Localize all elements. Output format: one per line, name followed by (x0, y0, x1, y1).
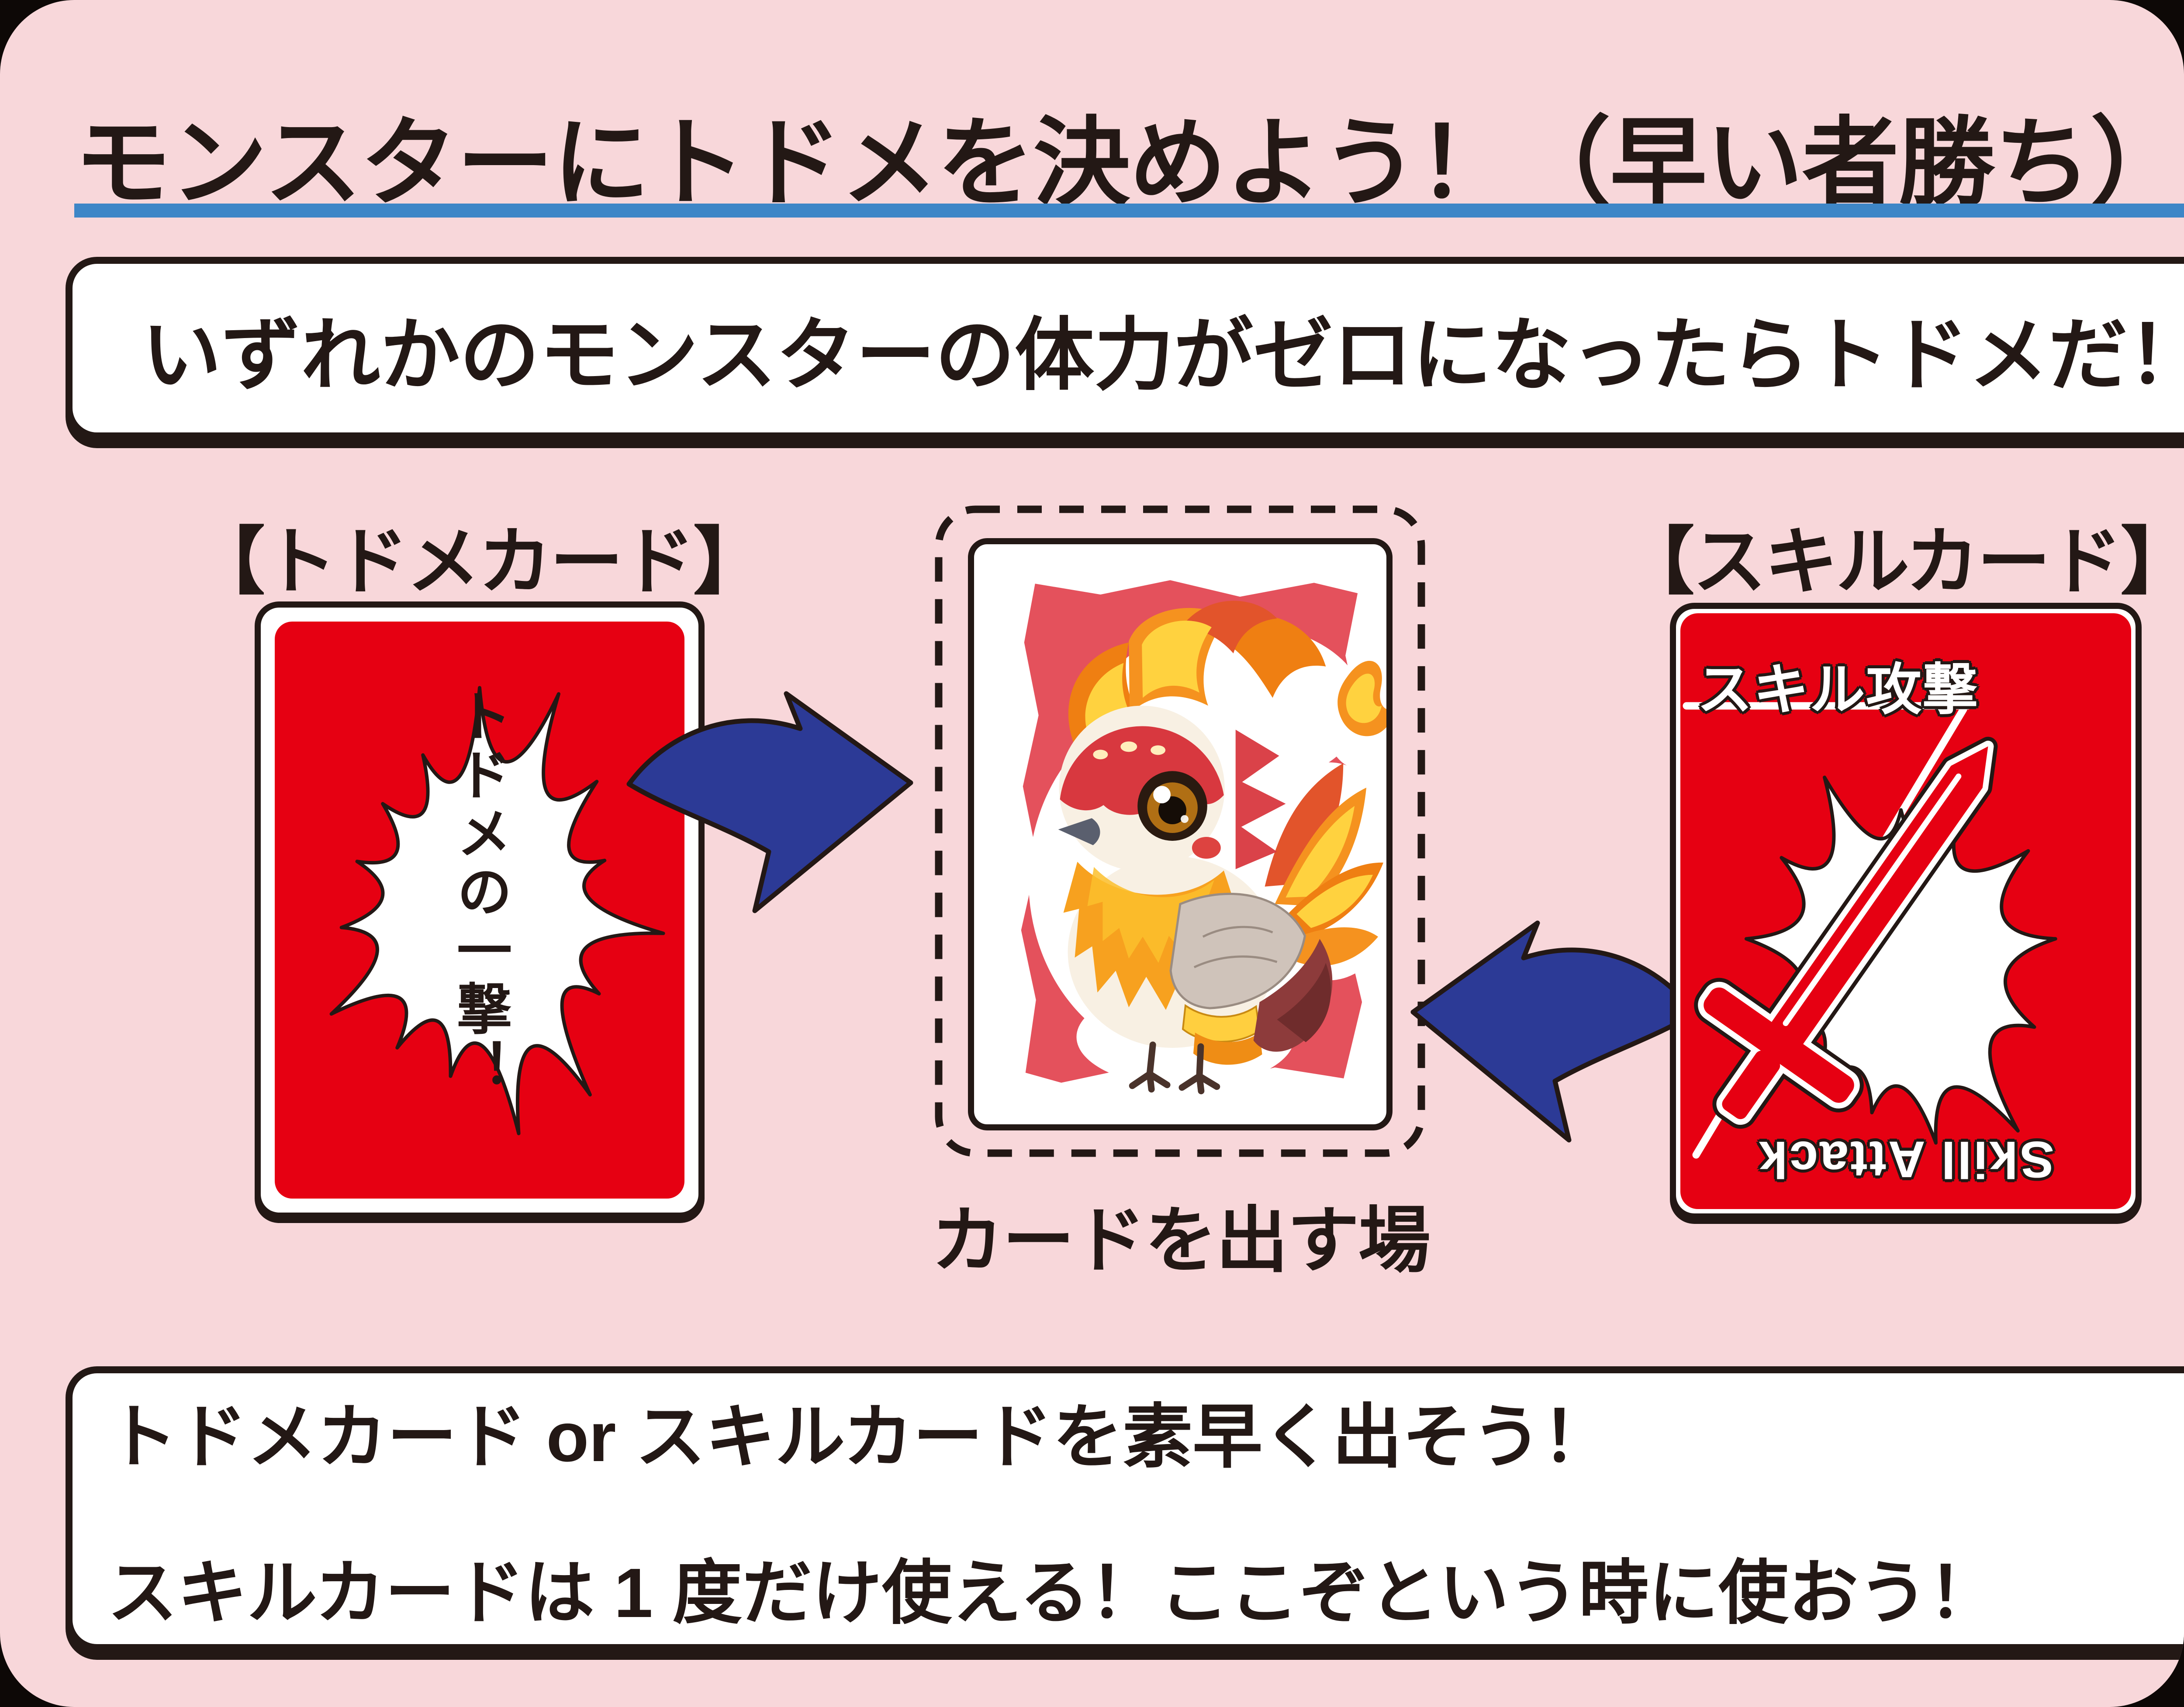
legs (1129, 1041, 1220, 1095)
phoenix-chick (1028, 601, 1386, 1095)
impact-burst-icon (329, 686, 665, 1135)
tips-box: トドメカード or スキルカードを素早く出そう！ スキルカードは 1 度だけ使え… (66, 1366, 2184, 1651)
todome-card-face: トドメの一撃！ (275, 622, 684, 1199)
impact-burst-icon (1744, 775, 2057, 1145)
title-underline (74, 204, 2184, 218)
page-title: モンスターにトドメを決めよう！（早い者勝ち） (74, 109, 2184, 218)
info-box: いずれかのモンスターの体力がゼロになったらトドメだ！ (66, 257, 2184, 439)
tip-line-1: トドメカード or スキルカードを素早く出そう！ (107, 1397, 1612, 1476)
skill-card-subtitle: Skill Attack (1757, 1130, 2054, 1188)
skill-card-title: スキル攻撃 (1697, 659, 1979, 721)
info-box-text: いずれかのモンスターの体力がゼロになったらトドメだ！ (142, 310, 2184, 400)
skill-card-label: 【スキルカード】 (1621, 521, 2184, 603)
curved-arrow-right-icon (626, 691, 913, 913)
sword-icon (1694, 736, 1998, 1129)
play-area-frame[interactable] (935, 505, 1425, 1157)
skill-card[interactable]: スキル攻撃 Skill Attack (1670, 603, 2142, 1220)
skill-card-face: スキル攻撃 Skill Attack (1680, 613, 2131, 1209)
beak-icon (1058, 818, 1100, 845)
monster-card[interactable] (968, 538, 1393, 1130)
eye-icon (1137, 771, 1207, 841)
play-area-label: カードを出す場 (931, 1200, 1431, 1281)
phoenix-monster-illustration (1021, 580, 1386, 1095)
todome-card-label: 【トドメカード】 (192, 521, 767, 603)
tip-line-2: スキルカードは 1 度だけ使える！ここぞという時に使おう！ (107, 1553, 1998, 1632)
curved-arrow-left-icon (1410, 920, 1697, 1143)
todome-card-text: トドメの一撃！ (449, 687, 511, 1097)
todome-card[interactable]: トドメの一撃！ (255, 601, 705, 1219)
